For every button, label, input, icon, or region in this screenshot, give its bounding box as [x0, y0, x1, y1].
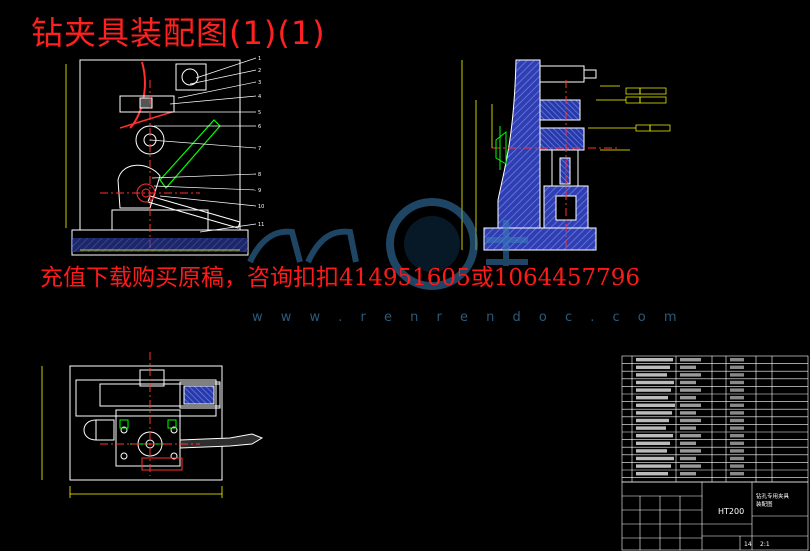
parts-row-placeholder	[680, 396, 696, 400]
title-block-name: 钻孔专用夹具	[756, 492, 790, 500]
parts-row-placeholder	[730, 441, 744, 445]
parts-row-placeholder	[730, 411, 744, 415]
parts-row-placeholder	[680, 441, 696, 445]
parts-row-placeholder	[680, 380, 696, 385]
parts-row-placeholder	[636, 441, 670, 445]
parts-row-placeholder	[636, 365, 670, 369]
parts-row-placeholder	[636, 434, 673, 438]
parts-row-placeholder	[636, 426, 666, 430]
material-label: HT200	[718, 507, 744, 516]
parts-row-placeholder	[680, 418, 701, 423]
parts-row-placeholder	[636, 456, 674, 461]
svg-text:3: 3	[258, 80, 261, 86]
parts-row-placeholder	[680, 365, 696, 369]
svg-text:7: 7	[258, 146, 261, 152]
parts-row-placeholder	[636, 396, 668, 400]
top-view	[41, 352, 264, 498]
parts-row-placeholder	[636, 373, 667, 377]
parts-row-placeholder	[730, 434, 744, 438]
parts-row-placeholder	[636, 388, 671, 392]
parts-row-placeholder	[730, 449, 744, 453]
parts-row-placeholder	[730, 388, 744, 392]
svg-text:9: 9	[258, 188, 261, 194]
parts-row-placeholder	[730, 472, 744, 476]
parts-row-placeholder	[730, 358, 744, 362]
parts-row-placeholder	[680, 426, 696, 430]
parts-row-placeholder	[730, 426, 744, 430]
svg-text:10: 10	[258, 204, 264, 210]
parts-row-placeholder	[730, 373, 744, 377]
parts-row-placeholder	[680, 464, 701, 468]
parts-row-placeholder	[730, 365, 744, 369]
ad-banner: 充值下载购买原稿，咨询扣扣414951605或1064457796	[40, 265, 641, 291]
parts-row-placeholder	[730, 456, 744, 461]
parts-row-placeholder	[730, 418, 744, 423]
parts-row-placeholder	[680, 456, 696, 461]
watermark-logo	[247, 198, 528, 290]
parts-row-placeholder	[636, 411, 672, 415]
parts-row-placeholder	[680, 403, 701, 407]
side-section-view	[461, 59, 671, 251]
svg-text:4: 4	[258, 94, 261, 100]
sheet-ratio: 2:1	[760, 541, 770, 548]
drawing-title: 钻夹具装配图(1)(1)	[31, 14, 326, 52]
parts-row-placeholder	[730, 380, 744, 385]
parts-row-placeholder	[680, 388, 701, 392]
parts-row-placeholder	[636, 403, 675, 407]
title-block-subname: 装配图	[756, 500, 773, 508]
parts-row-placeholder	[730, 464, 744, 468]
parts-row-placeholder	[636, 380, 674, 385]
title-block	[621, 481, 809, 551]
parts-row-placeholder	[680, 434, 701, 438]
parts-row-placeholder	[636, 464, 671, 468]
parts-row-placeholder	[680, 358, 701, 362]
front-view: 1 2 3 4 5 6 7 8 9 10 11	[65, 56, 264, 256]
parts-row-placeholder	[636, 358, 673, 362]
parts-row-placeholder	[680, 373, 701, 377]
parts-row-placeholder	[636, 472, 668, 476]
watermark-url: w w w . r e n r e n d o c . c o m	[252, 310, 684, 325]
svg-text:8: 8	[258, 172, 261, 178]
svg-text:2: 2	[258, 68, 261, 74]
svg-text:5: 5	[258, 110, 261, 116]
parts-row-placeholder	[636, 418, 669, 423]
svg-text:11: 11	[258, 222, 264, 228]
parts-row-placeholder	[680, 411, 696, 415]
parts-row-placeholder	[730, 403, 744, 407]
parts-list-table	[621, 355, 809, 483]
sheet-number: 14	[744, 541, 752, 548]
svg-text:1: 1	[258, 56, 261, 62]
svg-text:6: 6	[258, 124, 261, 130]
parts-row-placeholder	[730, 396, 744, 400]
parts-row-placeholder	[680, 472, 696, 476]
parts-row-placeholder	[680, 449, 701, 453]
parts-row-placeholder	[636, 449, 667, 453]
